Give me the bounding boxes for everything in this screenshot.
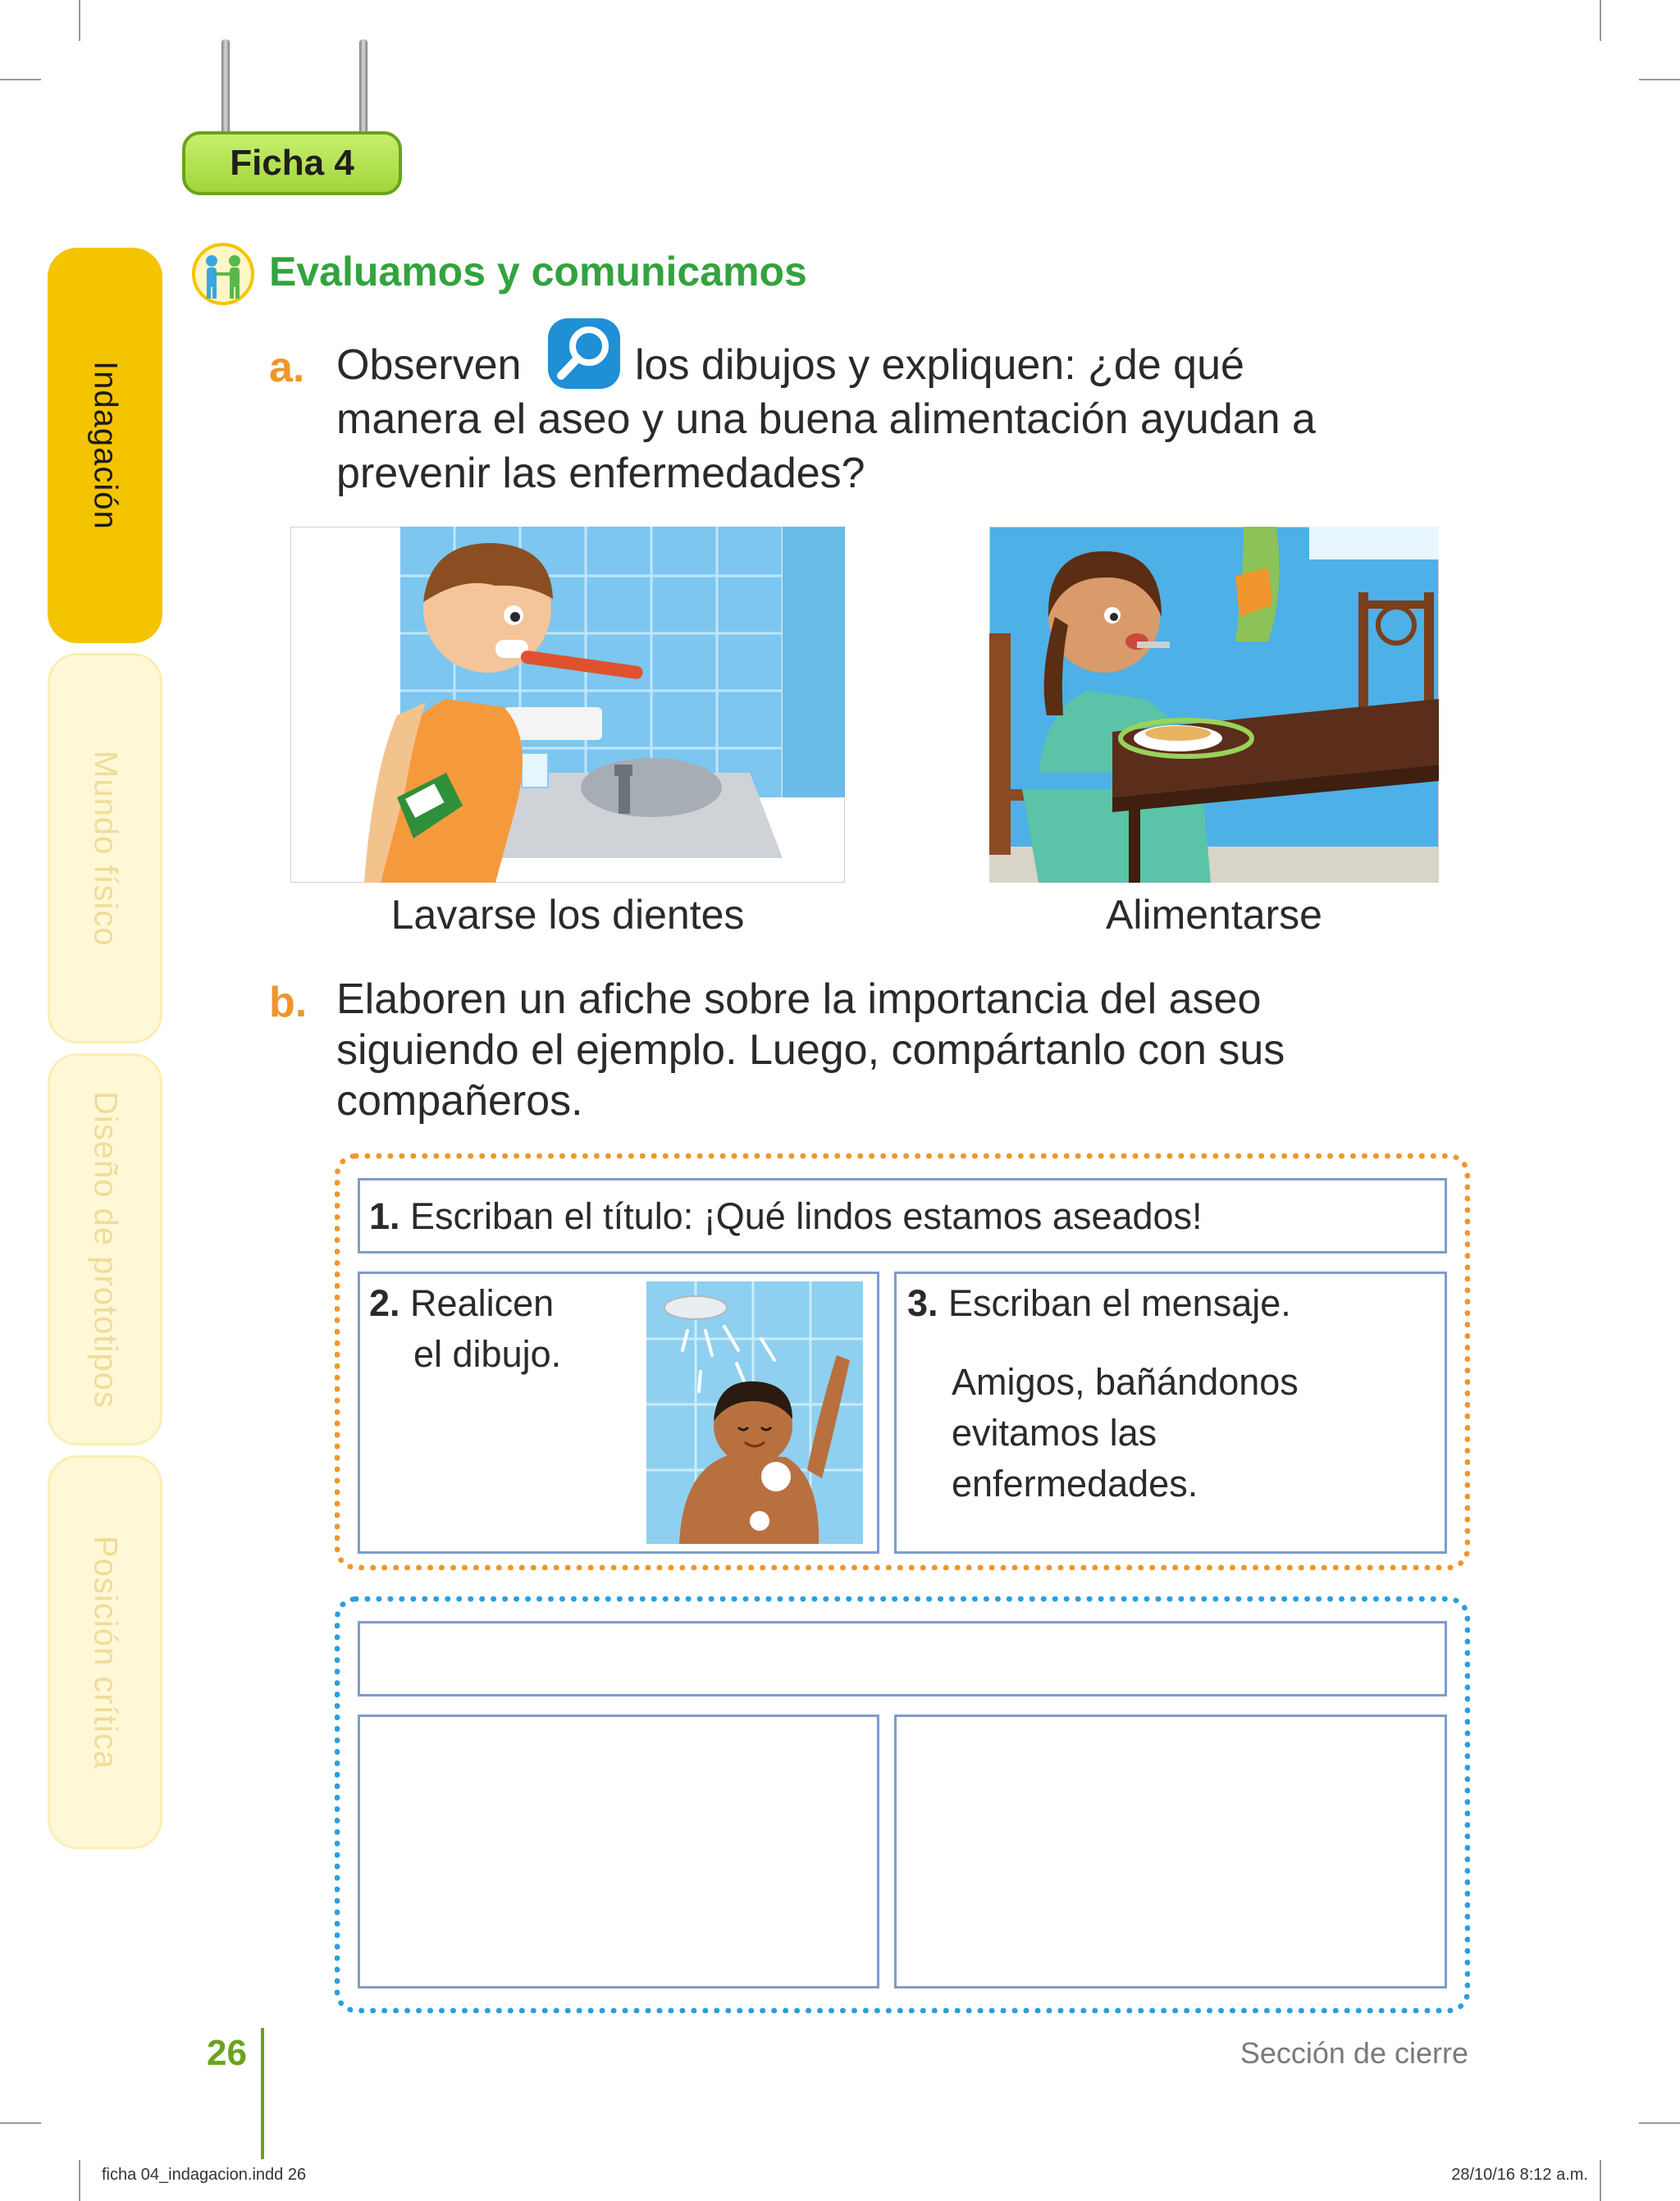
question-b-line2: siguiendo el ejemplo. Luego, compártanlo…	[336, 1026, 1285, 1074]
step1-num: 1.	[369, 1195, 400, 1237]
ficha-label: Ficha 4	[230, 143, 354, 183]
binder-ring-left	[221, 39, 230, 146]
question-a-line3: prevenir las enfermedades?	[336, 450, 865, 497]
page-number: 26	[207, 2033, 247, 2073]
side-tab-mundo-fisico[interactable]: Mundo físico	[48, 653, 162, 1043]
slug-left: ficha 04_indagacion.indd 26	[102, 2166, 307, 2184]
poster-title-box	[358, 1178, 1447, 1253]
slug-right: 28/10/16 8:12 a.m.	[1451, 2166, 1588, 2184]
poster-message-box	[894, 1272, 1447, 1554]
step1-text: 1. Escriban el título: ¡Qué lindos estam…	[369, 1191, 1203, 1242]
footer-section: Sección de cierre	[1239, 2036, 1468, 2070]
question-b-letter: b.	[269, 979, 308, 1026]
footer-divider	[261, 2028, 264, 2159]
crop-mark	[79, 0, 80, 41]
step2-line1: Realicen	[410, 1282, 555, 1324]
message-line3: enfermedades.	[952, 1463, 1198, 1505]
step3-num: 3.	[907, 1282, 938, 1324]
crop-mark	[1600, 2160, 1601, 2201]
crop-mark	[1600, 0, 1601, 41]
step2-line2: el dibujo.	[413, 1333, 562, 1375]
crop-mark	[1639, 2122, 1680, 2124]
question-b-line1: Elaboren un afiche sobre la importancia …	[336, 975, 1262, 1023]
crop-mark	[1639, 79, 1680, 80]
question-a-letter: a.	[269, 344, 305, 391]
side-tab-diseno-prototipos[interactable]: Diseño de prototipos	[48, 1053, 162, 1445]
question-a-line2: manera el aseo y una buena alimentación …	[336, 395, 1316, 443]
crop-mark	[0, 79, 41, 80]
poster-blank-frame	[335, 1596, 1470, 2013]
message-line1: Amigos, bañándonos	[952, 1361, 1299, 1403]
side-tab-label: Posición crítica	[87, 1535, 124, 1769]
side-tab-label: Diseño de prototipos	[87, 1090, 124, 1409]
question-a-line1-before: Observen	[336, 341, 522, 389]
step3-label: Escriban el mensaje.	[948, 1282, 1291, 1324]
side-tab-label: Mundo físico	[87, 750, 124, 947]
illustration-shower	[646, 1281, 863, 1544]
side-tab-label: Indagación	[87, 361, 124, 530]
blank-drawing-box[interactable]	[358, 1715, 879, 1989]
caption-brushing-teeth: Lavarse los dientes	[390, 892, 745, 938]
blank-title-box[interactable]	[358, 1621, 1447, 1696]
question-b-line3: compañeros.	[336, 1077, 583, 1125]
step1-label: Escriban el título: ¡Qué lindos estamos …	[410, 1195, 1203, 1237]
crop-mark	[0, 2122, 41, 2124]
side-tab-posicion-critica[interactable]: Posición crítica	[48, 1455, 162, 1849]
magnifier-icon	[548, 318, 620, 389]
illustration-eating	[989, 527, 1439, 883]
section-title: Evaluamos y comunicamos	[269, 249, 807, 295]
two-children-icon	[192, 243, 254, 305]
crop-mark	[79, 2160, 80, 2201]
step2-num: 2.	[369, 1282, 400, 1324]
caption-eating: Alimentarse	[1106, 892, 1322, 938]
blank-message-box[interactable]	[894, 1715, 1447, 1989]
step3-text: 3. Escriban el mensaje.	[907, 1278, 1291, 1329]
ficha-tab: Ficha 4	[182, 131, 402, 195]
binder-ring-right	[359, 39, 368, 146]
question-a-line1-after: los dibujos y expliquen: ¿de qué	[635, 341, 1244, 389]
illustration-brushing-teeth	[290, 527, 845, 883]
message-line2: evitamos las	[952, 1412, 1157, 1454]
poster-example-frame	[335, 1153, 1470, 1570]
step2-text: 2. Realicen	[369, 1278, 554, 1329]
side-tab-indagacion[interactable]: Indagación	[48, 248, 162, 643]
